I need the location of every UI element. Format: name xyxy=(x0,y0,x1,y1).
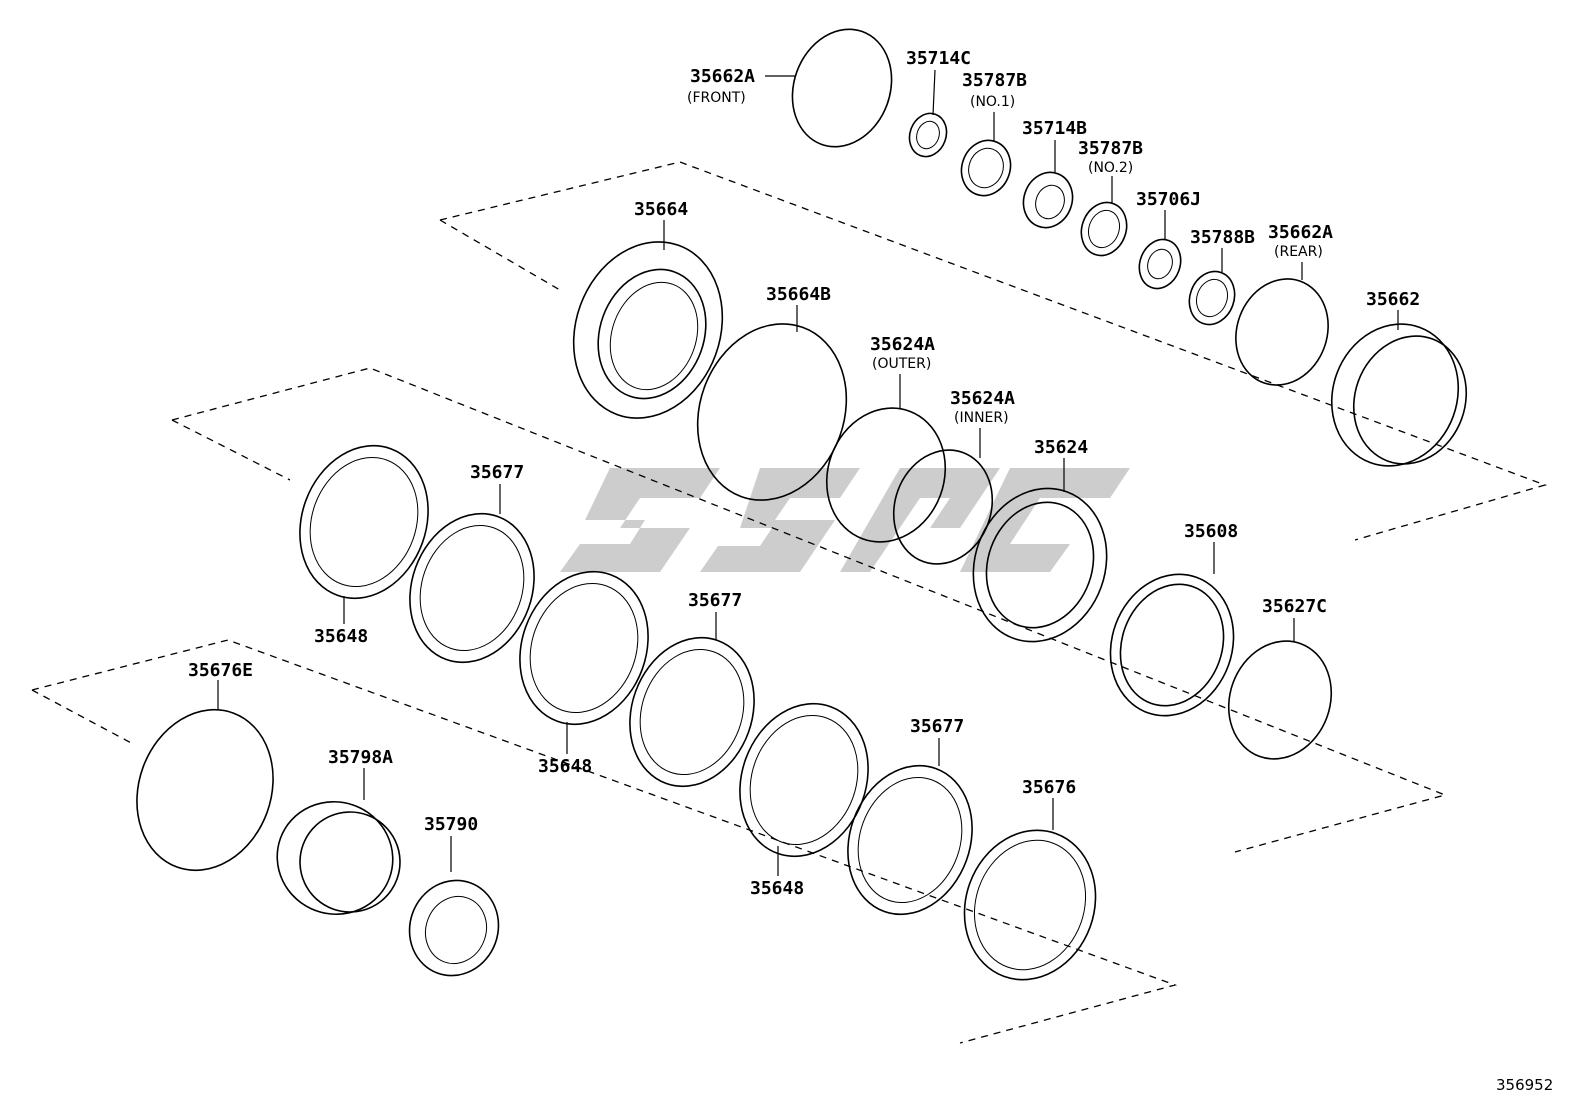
callout-35677-a: 35677 xyxy=(470,462,524,483)
callout-35677-b: 35677 xyxy=(688,590,742,611)
assembly-outlines xyxy=(31,161,1548,1044)
parts-second-row xyxy=(572,241,1333,760)
parts-bottom-row xyxy=(136,708,500,977)
callout-35662A-front-note: (FRONT) xyxy=(687,90,746,106)
parts-clutch-row xyxy=(299,444,1097,981)
callout-35787B-no2-note: (NO.2) xyxy=(1088,160,1133,176)
callout-35787B-no1-note: (NO.1) xyxy=(970,94,1015,110)
watermark-logo xyxy=(560,468,1130,572)
parts-top-row xyxy=(791,28,1468,467)
callout-35706J: 35706J xyxy=(1136,189,1201,210)
callout-35664B: 35664B xyxy=(766,284,831,305)
callout-35624: 35624 xyxy=(1034,437,1088,458)
callout-35648-b: 35648 xyxy=(538,756,592,777)
callout-35676E: 35676E xyxy=(188,660,253,681)
callout-35648-c: 35648 xyxy=(750,878,804,899)
diagram-reference-code: 356952 xyxy=(1496,1076,1553,1094)
callout-35790: 35790 xyxy=(424,814,478,835)
callout-35662A-rear: 35662A xyxy=(1268,222,1333,243)
callout-35624A-outer-note: (OUTER) xyxy=(872,356,931,372)
callout-35662A-front: 35662A xyxy=(690,66,755,87)
callout-35676: 35676 xyxy=(1022,777,1076,798)
callout-35787B-no1: 35787B xyxy=(962,70,1027,91)
callout-35714C: 35714C xyxy=(906,48,971,69)
callout-35662A-rear-note: (REAR) xyxy=(1274,244,1323,260)
callout-35624A-inner: 35624A xyxy=(950,388,1015,409)
callout-35714B: 35714B xyxy=(1022,118,1087,139)
callout-35798A: 35798A xyxy=(328,747,393,768)
leader-lines xyxy=(217,69,1399,876)
callout-35627C: 35627C xyxy=(1262,596,1327,617)
callout-35624A-inner-note: (INNER) xyxy=(954,410,1009,426)
callout-35662: 35662 xyxy=(1366,289,1420,310)
callout-35664: 35664 xyxy=(634,199,688,220)
callout-35624A-outer: 35624A xyxy=(870,334,935,355)
callout-35648-a: 35648 xyxy=(314,626,368,647)
callout-labels: 35662A (FRONT) 35714C 35787B (NO.1) 3571… xyxy=(188,48,1553,1094)
callout-35788B: 35788B xyxy=(1190,227,1255,248)
callout-35787B-no2: 35787B xyxy=(1078,138,1143,159)
callout-35677-c: 35677 xyxy=(910,716,964,737)
callout-35608: 35608 xyxy=(1184,521,1238,542)
